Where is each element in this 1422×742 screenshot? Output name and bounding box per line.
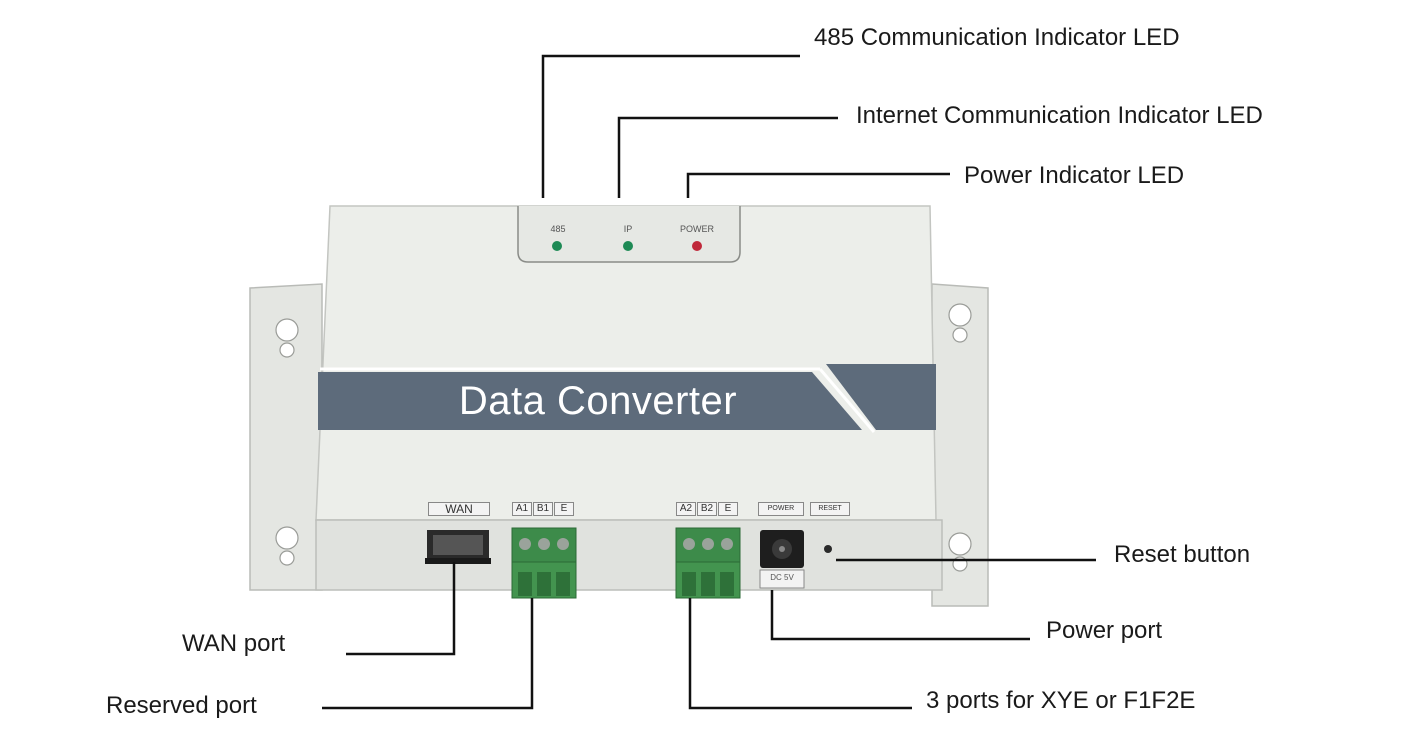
tag-a1: A1 xyxy=(512,502,532,516)
leader-internet xyxy=(617,116,838,198)
callout-wan-port: WAN port xyxy=(182,630,286,657)
power-sub-label: DC 5V xyxy=(770,573,794,582)
led-485 xyxy=(552,241,562,251)
callout-485-led: 485 Communication Indicator LED xyxy=(814,24,1180,51)
tag-b1: B1 xyxy=(533,502,553,516)
reset-hole xyxy=(824,545,832,553)
tag-wan: WAN xyxy=(428,502,490,516)
power-jack xyxy=(759,530,805,589)
callout-reserved-port: Reserved port xyxy=(106,692,257,719)
callout-power-port: Power port xyxy=(1046,617,1163,644)
tag-b2: B2 xyxy=(697,502,717,516)
led-bezel xyxy=(517,206,741,263)
tag-a2: A2 xyxy=(676,502,696,516)
housing-front xyxy=(315,519,943,591)
callout-internet-led: Internet Communication Indicator LED xyxy=(856,102,1263,129)
led-power xyxy=(692,241,702,251)
leader-power-port xyxy=(770,590,1030,641)
leader-485 xyxy=(541,54,800,198)
title-band xyxy=(318,372,862,430)
left-mounting-bracket xyxy=(249,283,323,591)
callout-xye-ports: 3 ports for XYE or F1F2E xyxy=(926,687,1196,714)
callout-power-led: Power Indicator LED xyxy=(964,162,1185,189)
leader-reserved xyxy=(322,598,534,710)
reserved-terminal-block xyxy=(511,527,577,599)
callout-reset-button: Reset button xyxy=(1114,541,1251,568)
leader-power-led xyxy=(686,172,950,198)
leader-lines xyxy=(322,54,1096,710)
device-name: Data Converter xyxy=(458,379,738,423)
tag-e1: E xyxy=(554,502,574,516)
led-label-485: 485 xyxy=(550,224,566,234)
xye-terminal-block xyxy=(675,527,741,599)
right-mounting-bracket xyxy=(931,283,989,607)
leader-wan xyxy=(346,562,456,656)
led-label-ip: IP xyxy=(623,224,633,234)
led-label-power: POWER xyxy=(679,224,714,234)
tag-power: POWER xyxy=(758,502,804,516)
wan-port xyxy=(425,530,491,564)
led-ip xyxy=(623,241,633,251)
leader-xye xyxy=(688,598,912,710)
tag-e2: E xyxy=(718,502,738,516)
tag-reset: RESET xyxy=(810,502,850,516)
title-band-stripe xyxy=(826,364,936,430)
